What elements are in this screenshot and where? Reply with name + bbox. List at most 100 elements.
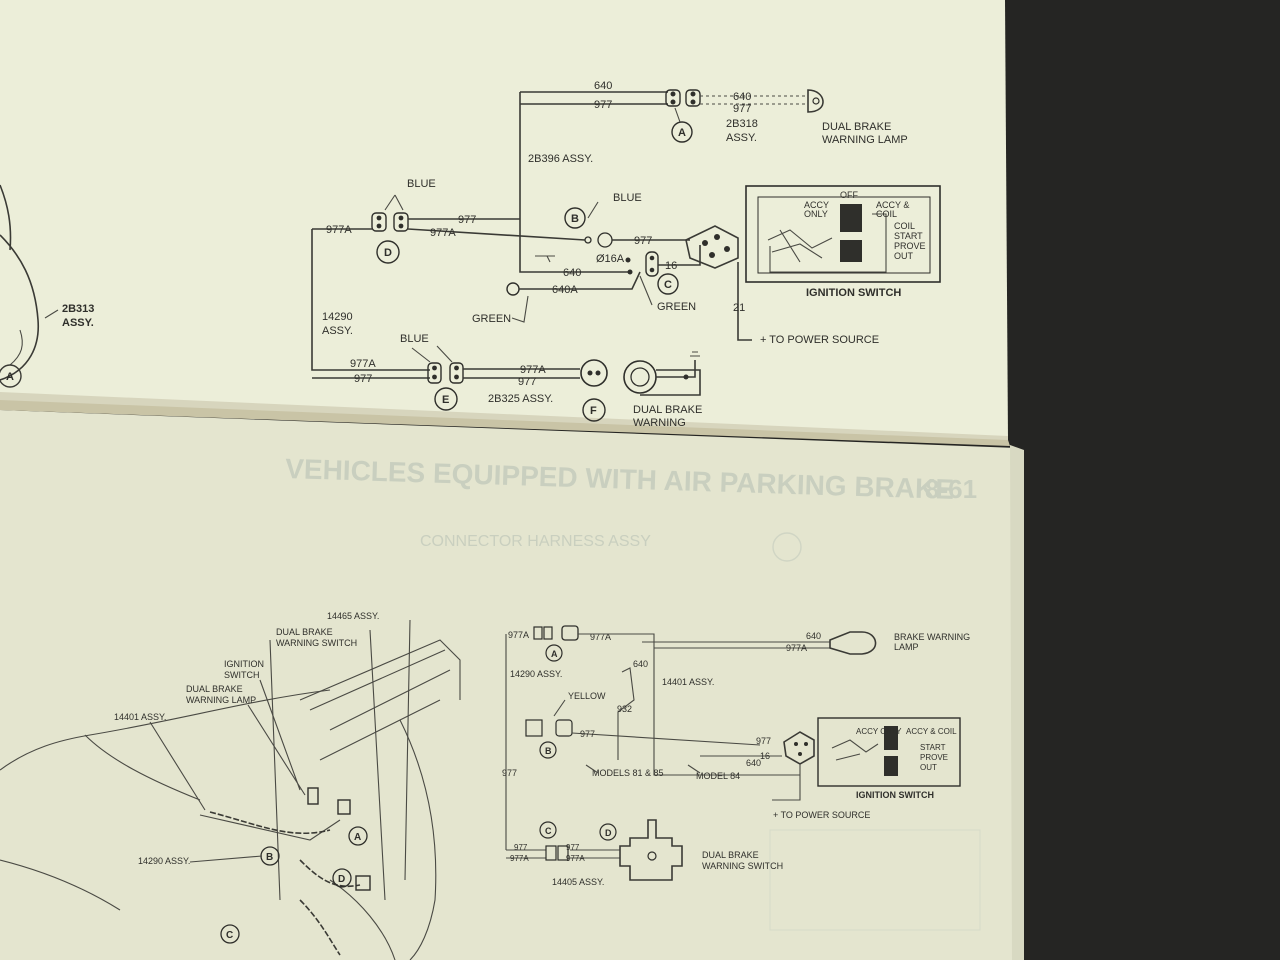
pin — [398, 223, 404, 229]
pin — [595, 370, 601, 376]
bottom-wiring-diagram: CONNECTOR HARNESS ASSY A B D C 14465 ASS… — [0, 532, 981, 960]
pin — [649, 255, 655, 261]
pin — [724, 246, 730, 252]
power-source-top: + TO POWER SOURCE — [760, 334, 879, 346]
pin — [432, 374, 437, 380]
wire-977a-d — [407, 228, 586, 241]
harness-loom — [209, 811, 331, 835]
leader-lines-left — [149, 679, 306, 863]
wire-label-977-d: 977 — [634, 235, 652, 247]
power-source-right: + TO POWER SOURCE — [773, 810, 870, 820]
leader-blue-d — [384, 194, 404, 211]
callout-b-circle-right — [539, 741, 557, 759]
assy-14405: 14405 ASSY. — [552, 877, 604, 887]
harness-loom-3 — [299, 899, 341, 956]
connector-a-r-left — [533, 626, 543, 640]
callout-a-circle-left — [348, 826, 368, 846]
switch-accy-coil-1: ACCY & — [876, 200, 909, 210]
wire-label-977a-a: 977A — [326, 224, 352, 236]
switch-out: OUT — [894, 251, 914, 261]
harness-connector-2 — [337, 799, 351, 815]
ignition-switch-box — [745, 185, 941, 283]
wire-977a-lower-r2: 977A — [566, 854, 585, 863]
pin — [798, 752, 802, 756]
top-sheet — [0, 0, 1008, 440]
wire-label-977-b: 977 — [733, 103, 751, 115]
wire-trunk-640 — [519, 92, 628, 273]
bottom-sheet-edge — [1010, 445, 1024, 960]
wire-label-21: 21 — [733, 302, 745, 314]
wire-932: 932 — [617, 704, 632, 714]
connector-c-body — [645, 251, 659, 277]
callout-c: C — [664, 279, 672, 291]
switch-prove-right: PROVE — [920, 753, 948, 762]
warning-switch-wires — [640, 360, 701, 396]
switch-accy-only-2: ONLY — [804, 209, 828, 219]
callout-d: D — [384, 247, 392, 259]
dual-brake-warning-lamp-left-l2: WARNING LAMP — [186, 695, 256, 705]
models-81-85: MODELS 81 & 85 — [592, 768, 664, 778]
green-label-c: GREEN — [657, 301, 696, 313]
switch-prove: PROVE — [894, 241, 926, 251]
wire-label-640-a: 640 — [594, 80, 612, 92]
wire-977a-r2: 977A — [590, 632, 611, 642]
assy-2b396: 2B396 ASSY. — [528, 153, 593, 165]
dual-brake-warning-switch-l2: WARNING SWITCH — [276, 638, 357, 648]
assy-14401-right: 14401 ASSY. — [662, 677, 714, 687]
wire-977-r3: 977 — [756, 736, 771, 746]
callout-a-circle-right — [545, 644, 563, 662]
vehicle-body-line-3 — [0, 859, 121, 911]
dual-brake-warning-line1: DUAL BRAKE — [633, 404, 702, 416]
vehicle-body-line — [0, 689, 331, 771]
callout-a-left: A — [354, 832, 361, 843]
wire-21 — [737, 262, 752, 341]
warning-switch-valve — [619, 819, 683, 881]
callout-d-circle — [376, 240, 400, 264]
dual-brake-warning-lamp-left-l1: DUAL BRAKE — [186, 684, 243, 694]
callout-a-right: A — [551, 649, 558, 659]
ignition-switch-plug — [685, 225, 739, 269]
vehicle-outline — [0, 184, 12, 251]
switch-contacts-right — [831, 739, 879, 761]
pin — [714, 234, 720, 240]
callout-e: E — [442, 394, 449, 406]
connector-d-right — [393, 212, 409, 232]
side-callout-a: A — [6, 371, 14, 383]
terminal-016a — [625, 257, 631, 263]
harness-loom-2 — [299, 859, 361, 887]
callout-f: F — [590, 405, 597, 417]
vehicle-body-line-2 — [84, 734, 201, 801]
warning-lamp-bulb — [807, 89, 824, 113]
callout-e-circle — [434, 387, 458, 411]
pin — [804, 742, 808, 746]
ignition-switch-left-l2: SWITCH — [224, 670, 260, 680]
connector-f-body — [580, 359, 608, 387]
ignition-switch-left-l1: IGNITION — [224, 659, 264, 669]
wire-label-640a: 640A — [552, 284, 578, 296]
wire-16 — [658, 245, 701, 266]
valve-port — [647, 851, 657, 861]
wires-to-lamp — [642, 641, 830, 649]
callout-c-right: C — [545, 826, 552, 836]
switch-accy-only-right: ACCY ONLY — [856, 727, 902, 736]
callout-a: A — [678, 127, 686, 139]
callout-b-circle — [564, 207, 586, 229]
assy-14401-left: 14401 ASSY. — [114, 712, 166, 722]
connector-a-r-right — [561, 625, 579, 641]
bottom-sheet-ghost-page: 8-61 — [925, 474, 977, 504]
wire-label-977a-c: 977A — [350, 358, 376, 370]
leader-blue-e — [411, 345, 453, 363]
connector-e-right — [449, 362, 464, 384]
dual-brake-warning-switch-l1: DUAL BRAKE — [276, 627, 333, 637]
connector-a-right — [685, 89, 701, 107]
wire-label-16: 16 — [665, 260, 677, 272]
blue-label-e: BLUE — [400, 333, 429, 345]
lamp-filament — [812, 97, 820, 105]
warning-switch-inner — [630, 367, 650, 387]
callout-f-circle — [582, 398, 606, 422]
bottom-sheet — [0, 410, 1022, 960]
ghost-circle — [772, 532, 802, 562]
wire-640-r3: 640 — [746, 758, 761, 768]
wire-977-r2: 977 — [502, 768, 517, 778]
leader-green-lower — [511, 295, 529, 323]
